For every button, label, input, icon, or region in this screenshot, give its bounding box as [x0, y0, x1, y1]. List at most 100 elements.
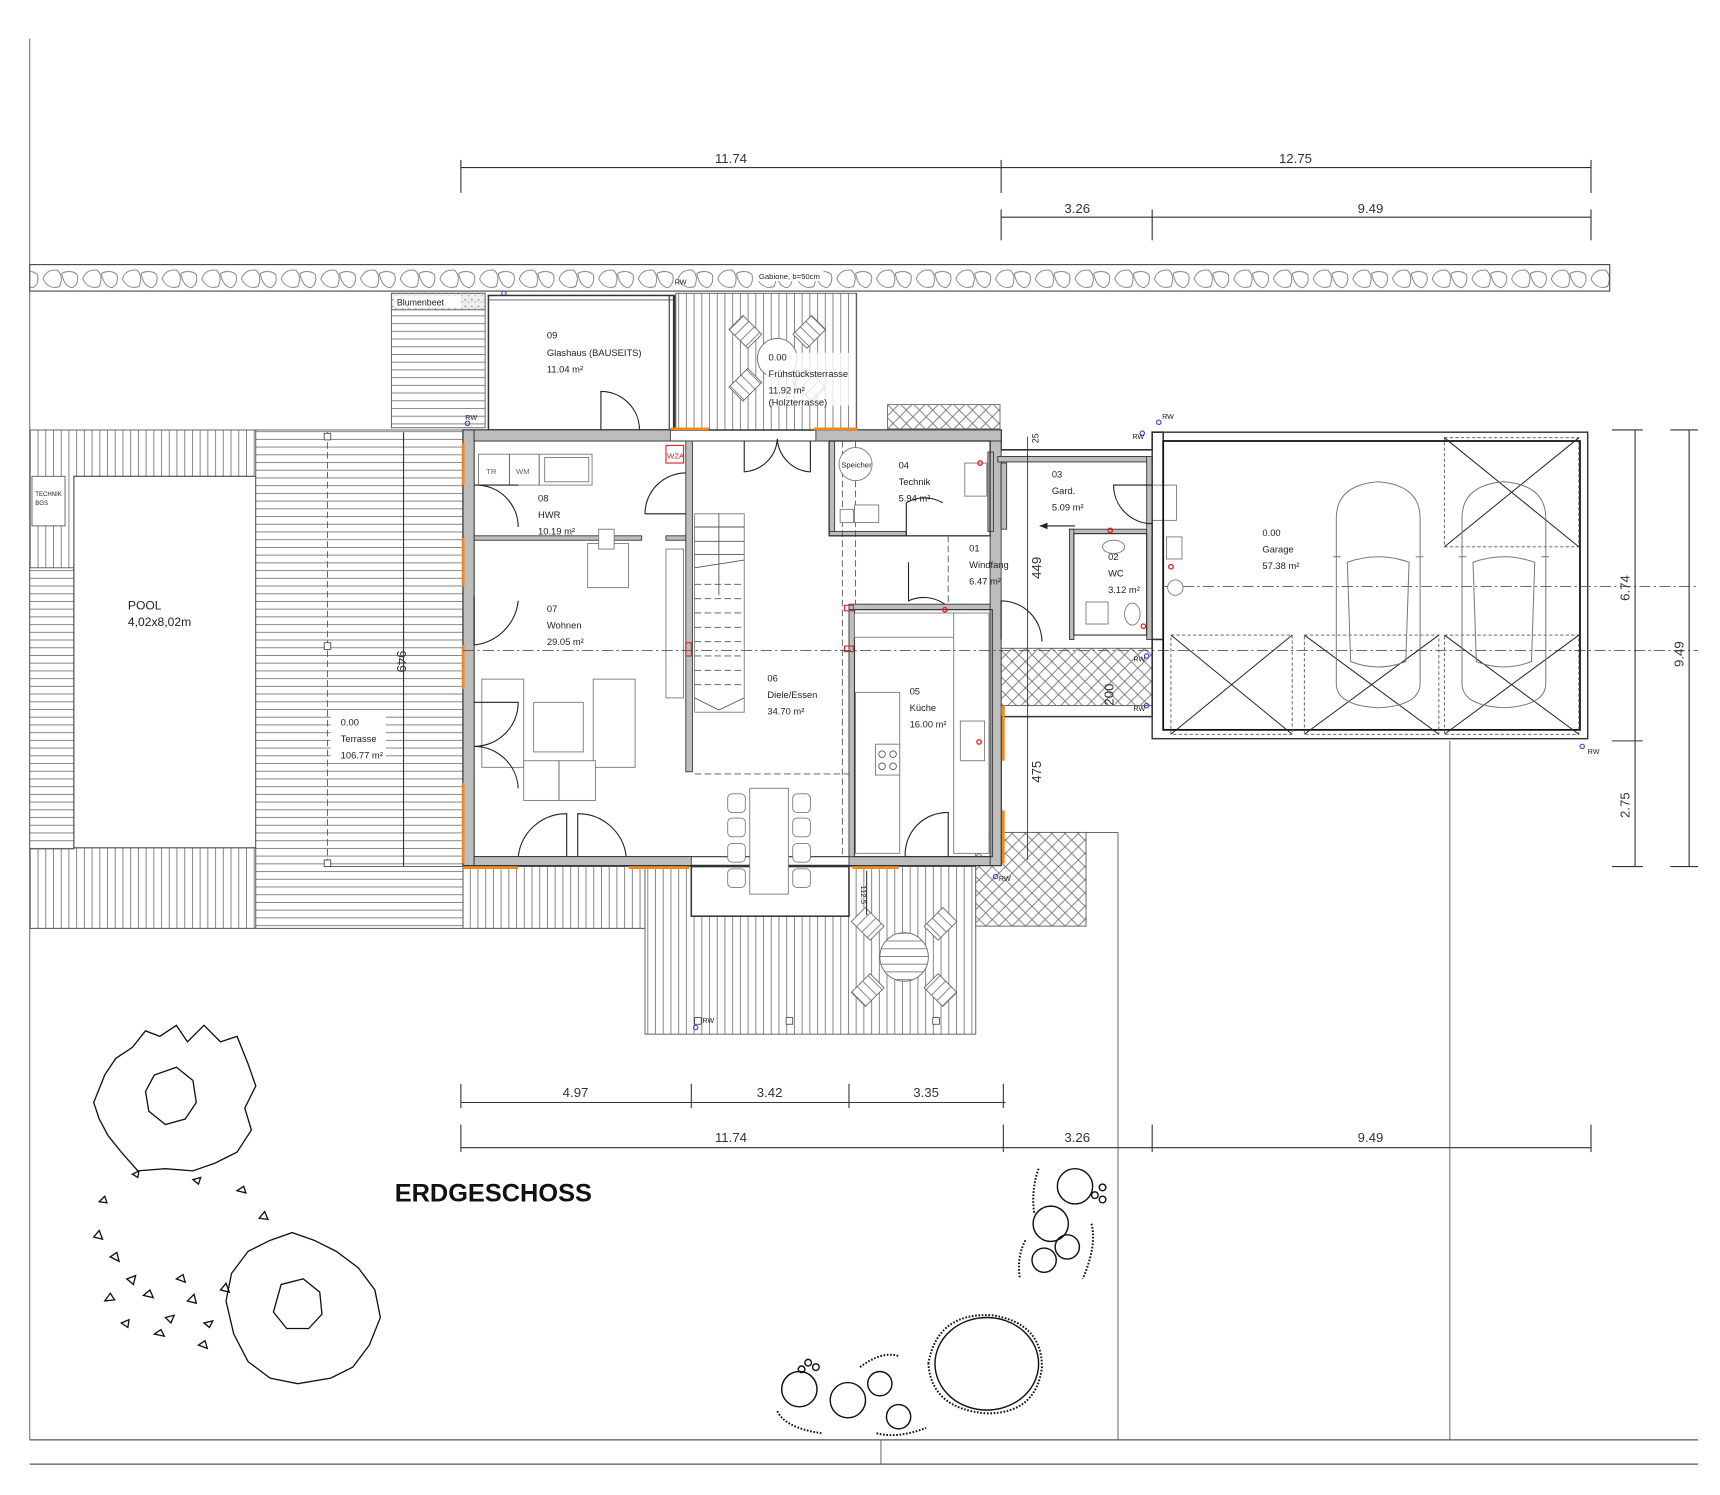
room-technik: Speicher 04 Technik 5.94 m² — [828, 440, 991, 537]
svg-text:3.42: 3.42 — [757, 1085, 783, 1100]
glashaus-door — [600, 390, 641, 430]
svg-text:11.92 m²: 11.92 m² — [768, 386, 804, 396]
svg-text:Gabione, b=50cm: Gabione, b=50cm — [759, 272, 820, 281]
svg-text:6.74: 6.74 — [1618, 575, 1633, 601]
room-hwr: TR WM 08 HWR 10.19 m² WZA — [474, 444, 686, 589]
svg-text:04: 04 — [899, 461, 909, 471]
svg-text:106.77 m²: 106.77 m² — [341, 751, 383, 761]
room-garage: 0.00 Garage 57.38 m² RW RW — [1132, 413, 1698, 756]
svg-text:02: 02 — [1108, 552, 1118, 562]
svg-text:08: 08 — [538, 494, 548, 504]
terrace-table-set — [850, 906, 958, 1008]
svg-text:3.35: 3.35 — [913, 1085, 939, 1100]
svg-text:06: 06 — [767, 673, 777, 683]
svg-text:29.05 m²: 29.05 m² — [547, 637, 584, 647]
planter-box — [887, 404, 1001, 430]
svg-text:RW: RW — [702, 1017, 714, 1025]
svg-text:POOL: POOL — [128, 599, 162, 613]
svg-text:Blumenbeet: Blumenbeet — [397, 297, 445, 307]
bottom-dimension-chain: 4.97 3.42 3.35 11.74 3.26 9.49 — [460, 1083, 1592, 1153]
top-dimension-chain: 11.74 12.75 3.26 9.49 — [460, 151, 1592, 241]
room-kueche: 05 Küche 16.00 m² — [844, 604, 993, 858]
svg-text:11.04 m²: 11.04 m² — [547, 365, 583, 375]
terrace-south: 112.5 RW — [462, 865, 977, 1035]
svg-text:Speicher: Speicher — [841, 460, 872, 469]
svg-text:3.12 m²: 3.12 m² — [1108, 585, 1140, 595]
paving-entry — [1000, 647, 1153, 707]
svg-text:09: 09 — [547, 330, 557, 340]
svg-text:RW: RW — [1133, 705, 1145, 713]
terrace-main: 0.00 Terrasse 106.77 m² 949 RW — [255, 414, 477, 929]
car-left — [1333, 481, 1424, 709]
room-garderobe: 03 Gard. 5.09 m² — [1039, 469, 1177, 530]
svg-text:3.26: 3.26 — [1064, 201, 1090, 216]
svg-text:112.5: 112.5 — [859, 885, 868, 904]
svg-text:16.00 m²: 16.00 m² — [910, 720, 947, 730]
car-right — [1458, 481, 1550, 709]
svg-text:RW: RW — [675, 278, 687, 286]
svg-text:475: 475 — [1029, 761, 1044, 783]
pool — [73, 475, 257, 849]
svg-text:11.74: 11.74 — [715, 151, 747, 166]
shrub-symbols — [776, 1167, 1107, 1437]
svg-text:25: 25 — [1031, 433, 1041, 443]
svg-text:Terrasse: Terrasse — [341, 734, 377, 744]
svg-text:WC: WC — [1108, 569, 1124, 579]
svg-text:Küche: Küche — [910, 703, 937, 713]
window-markers — [461, 427, 1005, 870]
svg-text:9.49: 9.49 — [1358, 1130, 1384, 1145]
room-wc: 02 WC 3.12 m² — [1073, 527, 1148, 636]
svg-text:2.75: 2.75 — [1618, 792, 1633, 818]
svg-text:3.26: 3.26 — [1064, 1130, 1090, 1145]
svg-text:4,02x8,02m: 4,02x8,02m — [128, 615, 191, 629]
svg-text:(Holzterrasse): (Holzterrasse) — [768, 398, 827, 408]
svg-text:949: 949 — [394, 650, 409, 672]
svg-text:Diele/Essen: Diele/Essen — [767, 690, 817, 700]
svg-text:03: 03 — [1052, 469, 1062, 479]
svg-text:Windfang: Windfang — [969, 560, 1009, 570]
svg-text:11.74: 11.74 — [715, 1130, 747, 1145]
svg-text:12.75: 12.75 — [1279, 151, 1312, 166]
svg-text:57.38 m²: 57.38 m² — [1262, 561, 1299, 571]
svg-text:Wohnen: Wohnen — [547, 620, 582, 630]
svg-text:TECHNIK: TECHNIK — [35, 492, 62, 498]
svg-text:Technik: Technik — [899, 477, 931, 487]
svg-text:5.94 m²: 5.94 m² — [899, 494, 931, 504]
svg-text:Frühstücksterrasse: Frühstücksterrasse — [768, 369, 848, 379]
svg-text:RW: RW — [465, 414, 477, 422]
breakfast-terrace: 0.00 Frühstücksterrasse 11.92 m² (Holzte… — [675, 292, 858, 431]
svg-text:WZA: WZA — [667, 452, 685, 461]
tree-symbols — [92, 1024, 382, 1385]
svg-text:RW: RW — [1162, 413, 1174, 421]
gabion-wall: Gabione, b=50cm RW — [29, 264, 1611, 297]
svg-text:6.47 m²: 6.47 m² — [969, 576, 1001, 586]
svg-text:05: 05 — [910, 687, 920, 697]
room-diele-essen: 06 Diele/Essen 34.70 m² — [685, 438, 857, 895]
svg-text:Gard.: Gard. — [1052, 486, 1075, 496]
svg-text:RW: RW — [1588, 748, 1600, 756]
svg-text:BGS: BGS — [35, 501, 48, 507]
room-wohnen: 07 Wohnen 29.05 m² — [473, 595, 636, 857]
svg-text:449: 449 — [1029, 557, 1044, 579]
svg-text:34.70 m²: 34.70 m² — [767, 706, 804, 716]
svg-text:WM: WM — [516, 467, 530, 476]
svg-text:4.97: 4.97 — [563, 1085, 589, 1100]
svg-text:TR: TR — [486, 467, 497, 476]
svg-text:RW: RW — [1132, 433, 1144, 441]
svg-text:0.00: 0.00 — [341, 717, 359, 727]
svg-text:Garage: Garage — [1262, 544, 1293, 554]
svg-text:10.19 m²: 10.19 m² — [538, 527, 575, 537]
drawing-title: ERDGESCHOSS — [395, 1180, 592, 1208]
room-windfang: 01 Windfang 6.47 m² 449 475 25 — [907, 433, 1044, 860]
svg-text:0.00: 0.00 — [1262, 528, 1280, 538]
svg-text:01: 01 — [969, 543, 979, 553]
flowerbed: Blumenbeet — [390, 292, 486, 429]
right-dimension-chain: 6.74 2.75 9.49 — [1611, 429, 1698, 868]
svg-text:07: 07 — [547, 604, 557, 614]
svg-text:HWR: HWR — [538, 510, 561, 520]
room-glashaus: 09 Glashaus (BAUSEITS) 11.04 m² — [487, 294, 676, 431]
svg-text:RW: RW — [999, 875, 1011, 883]
svg-text:5.09 m²: 5.09 m² — [1052, 502, 1084, 512]
svg-text:9.49: 9.49 — [1672, 641, 1687, 667]
